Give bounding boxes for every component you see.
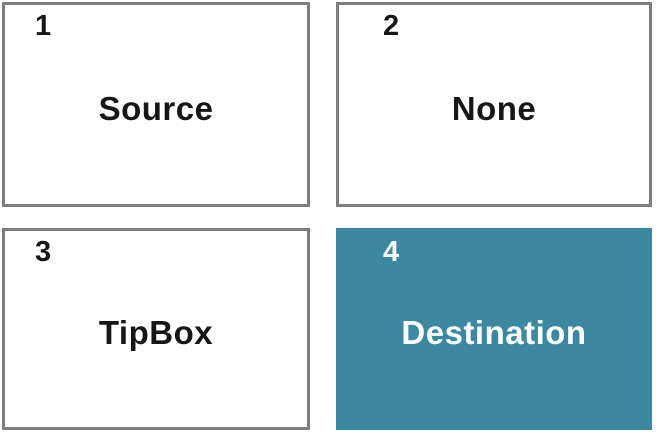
option-box-source[interactable]: 1 Source [2,2,310,207]
option-number: 1 [35,10,52,42]
option-box-none[interactable]: 2 None [336,2,652,207]
option-label: Source [98,89,214,127]
option-label: Destination [401,314,587,351]
option-label: None [451,89,537,127]
option-label: TipBox [98,314,214,351]
option-number: 4 [383,236,400,268]
option-number: 2 [383,10,400,42]
option-box-tipbox[interactable]: 3 TipBox [2,228,310,430]
option-box-destination[interactable]: 4 Destination [336,228,652,430]
option-number: 3 [35,236,52,268]
options-grid: 1 Source 2 None 3 TipBox 4 Destination [2,2,652,430]
